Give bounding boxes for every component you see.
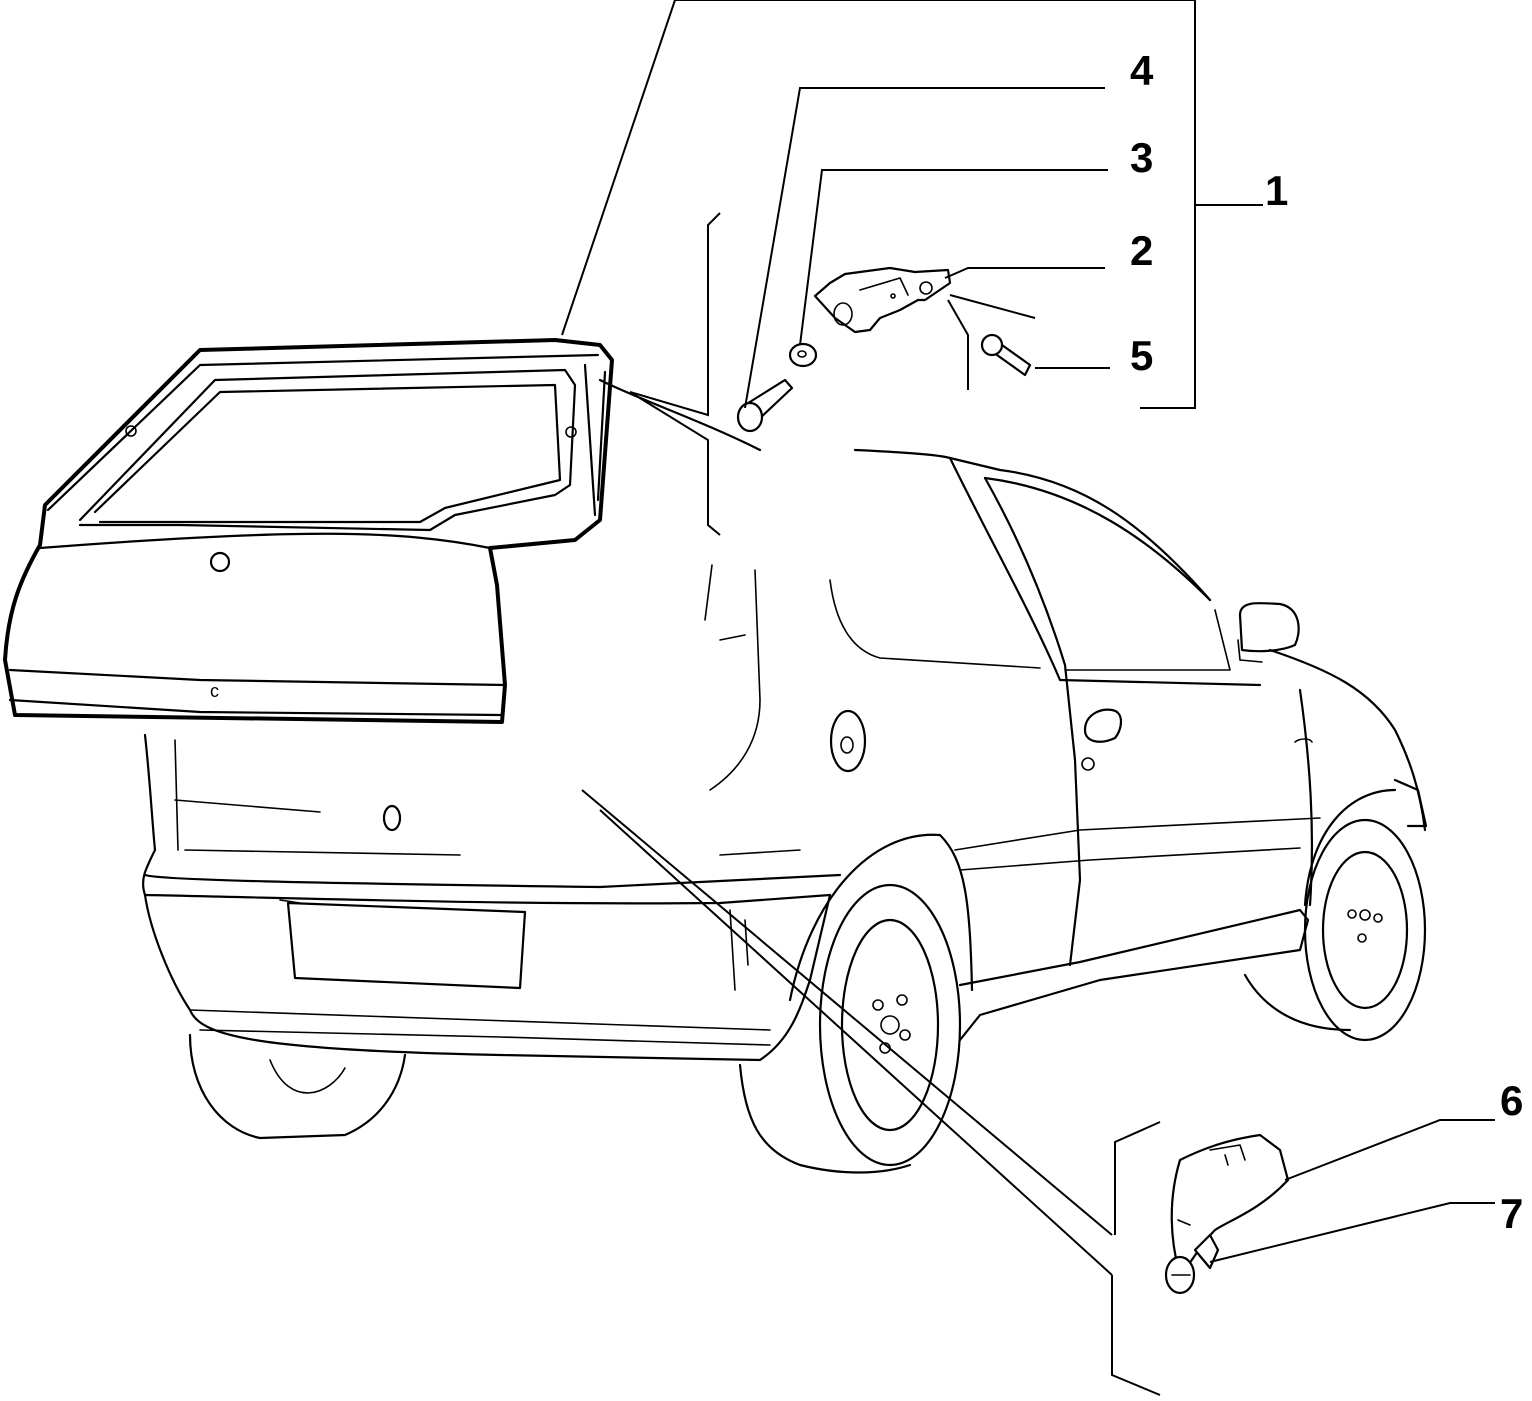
trim-cover — [1170, 1133, 1290, 1277]
tailgate: c — [3, 338, 614, 724]
leader-lines — [561, 0, 1495, 1396]
tailgate-mark: c — [210, 681, 219, 701]
callout-6: 6 — [1500, 1077, 1523, 1124]
clip-fastener — [1164, 1233, 1220, 1295]
bolt-long — [736, 378, 794, 433]
hinge-bracket — [813, 266, 952, 334]
callout-7: 7 — [1500, 1190, 1523, 1237]
callout-1: 1 — [1265, 167, 1288, 214]
callout-5: 5 — [1130, 332, 1153, 379]
callout-3: 3 — [1130, 134, 1153, 181]
car-body — [141, 378, 1428, 1174]
washer — [788, 342, 818, 368]
callout-2: 2 — [1130, 227, 1153, 274]
callout-4: 4 — [1130, 47, 1154, 94]
bolt-short — [980, 333, 1032, 377]
